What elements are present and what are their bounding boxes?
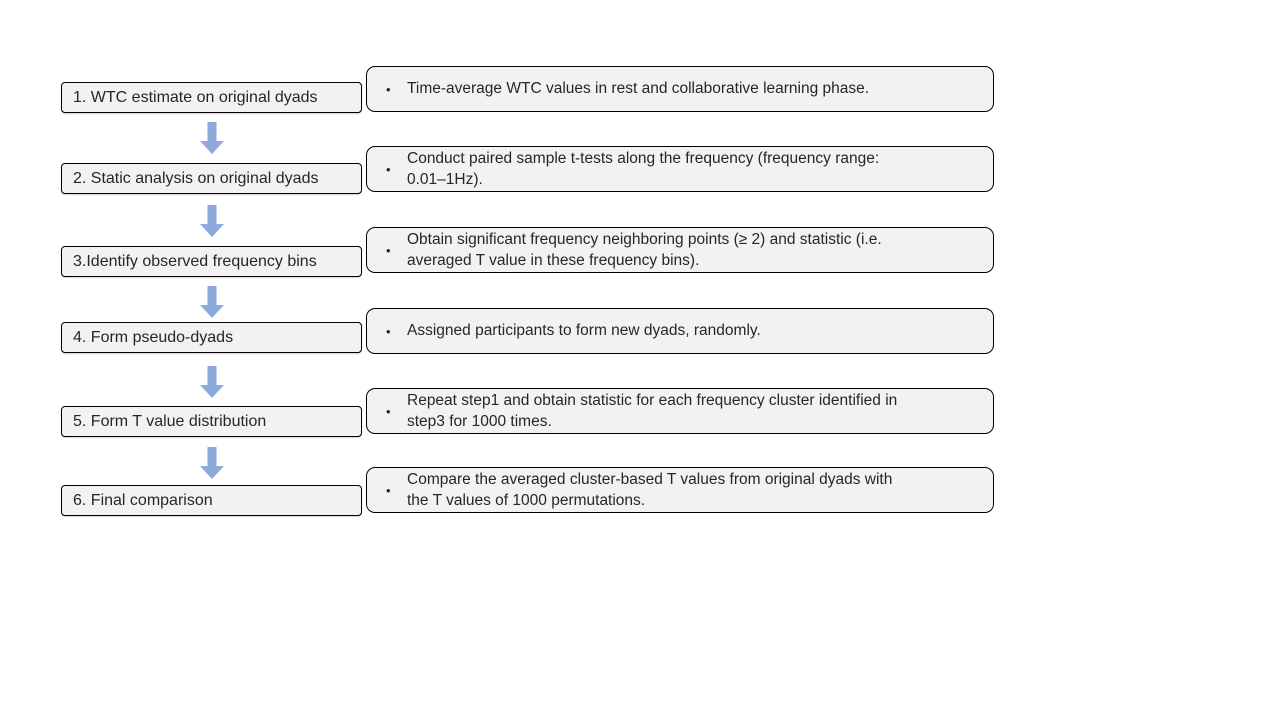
detail-box-2: • Conduct paired sample t-tests along th… [366, 146, 994, 192]
detail-text-2: Conduct paired sample t-tests along the … [407, 148, 889, 191]
step-label-1: 1. WTC estimate on original dyads [73, 88, 318, 106]
detail-line: Repeat step1 and obtain statistic for ea… [407, 391, 898, 409]
detail-line: the T values of 1000 permutations. [407, 492, 646, 509]
step-label-3: 3.Identify observed frequency bins [73, 252, 317, 270]
detail-text-5: Repeat step1 and obtain statistic for ea… [407, 390, 907, 433]
detail-line: averaged T value in these frequency bins… [407, 252, 700, 269]
bullet-icon: • [386, 242, 391, 258]
down-arrow-shape [200, 447, 224, 479]
down-arrow-icon-5 [200, 447, 224, 479]
detail-box-6: • Compare the averaged cluster-based T v… [366, 467, 994, 513]
detail-box-5: • Repeat step1 and obtain statistic for … [366, 388, 994, 434]
detail-line: Compare the averaged cluster-based T val… [407, 470, 893, 488]
detail-line: Time-average WTC values in rest and coll… [407, 80, 870, 98]
detail-line: 0.01–1Hz). [407, 171, 483, 188]
step-box-1: 1. WTC estimate on original dyads [61, 82, 362, 113]
down-arrow-icon-1 [200, 122, 224, 154]
down-arrow-icon-4 [200, 366, 224, 398]
detail-text-4: Assigned participants to form new dyads,… [407, 320, 771, 342]
down-arrow-shape [200, 122, 224, 154]
detail-box-4: • Assigned participants to form new dyad… [366, 308, 994, 354]
detail-line: step3 for 1000 times. [407, 413, 552, 430]
down-arrow-shape [200, 286, 224, 318]
detail-text-6: Compare the averaged cluster-based T val… [407, 469, 902, 512]
step-label-4: 4. Form pseudo-dyads [73, 328, 234, 346]
bullet-icon: • [386, 323, 391, 339]
step-label-6: 6. Final comparison [73, 491, 213, 509]
down-arrow-icon-3 [200, 286, 224, 318]
detail-text-1: Time-average WTC values in rest and coll… [407, 78, 879, 100]
bullet-icon: • [386, 403, 391, 419]
detail-text-3: Obtain significant frequency neighboring… [407, 229, 892, 272]
detail-line: Obtain significant frequency neighboring… [407, 230, 882, 248]
detail-line: Conduct paired sample t-tests along the … [407, 149, 880, 167]
step-box-5: 5. Form T value distribution [61, 406, 362, 437]
bullet-icon: • [386, 81, 391, 97]
bullet-icon: • [386, 482, 391, 498]
detail-line: Assigned participants to form new dyads,… [407, 322, 761, 340]
step-label-2: 2. Static analysis on original dyads [73, 169, 319, 187]
step-box-3: 3.Identify observed frequency bins [61, 246, 362, 277]
bullet-icon: • [386, 161, 391, 177]
step-label-5: 5. Form T value distribution [73, 412, 267, 430]
step-box-6: 6. Final comparison [61, 485, 362, 516]
step-box-2: 2. Static analysis on original dyads [61, 163, 362, 194]
step-box-4: 4. Form pseudo-dyads [61, 322, 362, 353]
detail-box-3: • Obtain significant frequency neighbori… [366, 227, 994, 273]
down-arrow-icon-2 [200, 205, 224, 237]
down-arrow-shape [200, 366, 224, 398]
detail-box-1: • Time-average WTC values in rest and co… [366, 66, 994, 112]
down-arrow-shape [200, 205, 224, 237]
